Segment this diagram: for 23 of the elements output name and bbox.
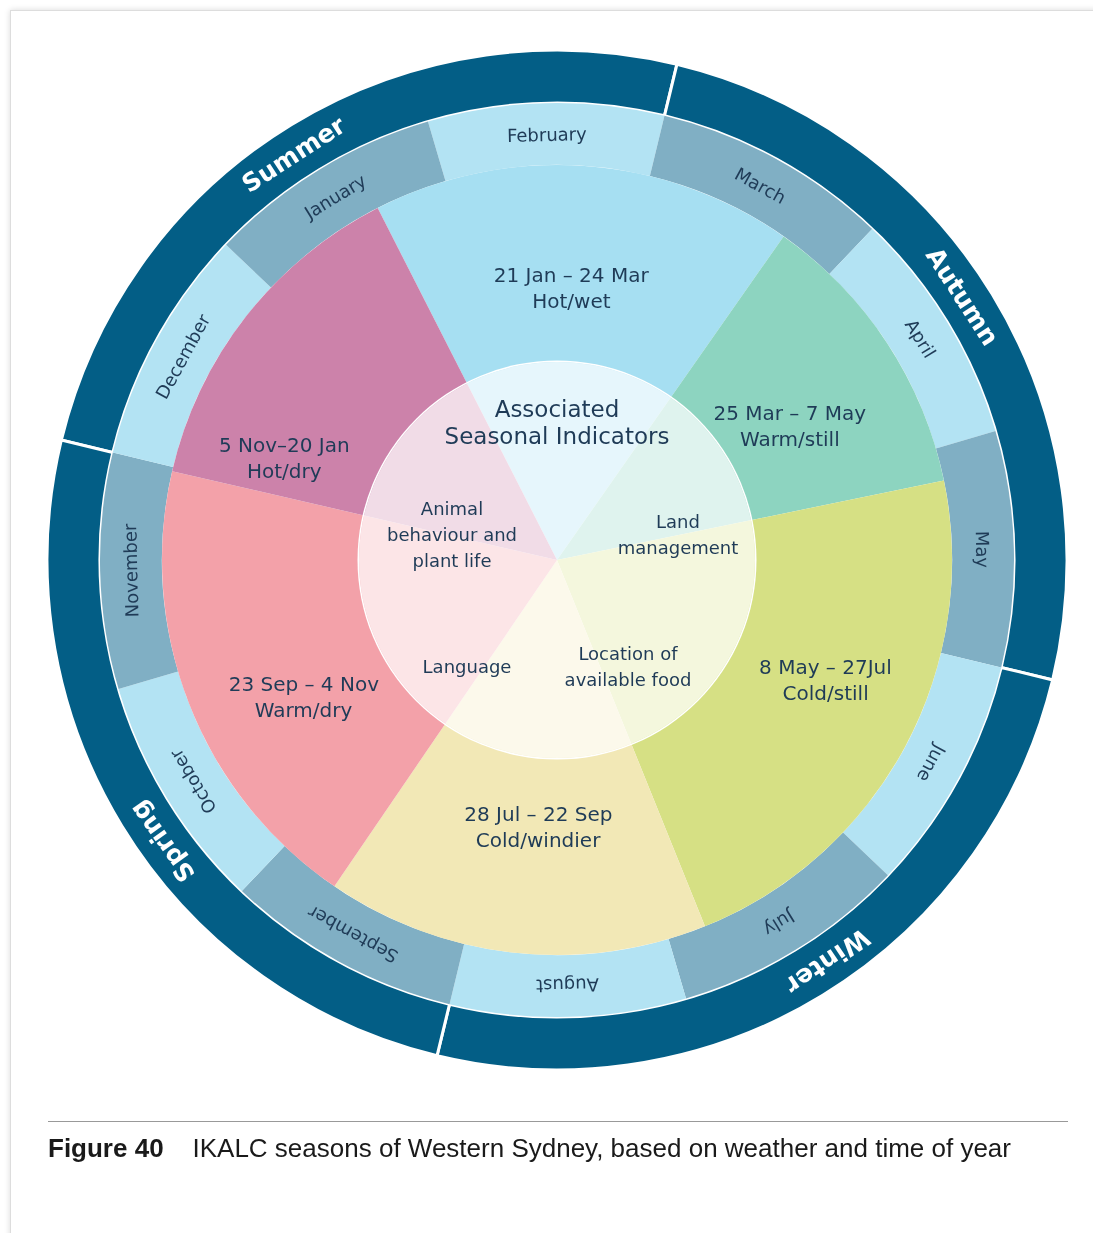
indicator-label: Animal behaviour and plant life — [387, 496, 517, 574]
date-range: 23 Sep – 4 Nov — [228, 671, 379, 696]
figure-caption: Figure 40 IKALC seasons of Western Sydney, based on weather and time of year — [48, 1132, 1012, 1165]
indicator-label: Location of available food — [558, 641, 698, 693]
indicator-label: Land management — [613, 509, 743, 561]
weather-label: Cold/still — [782, 680, 869, 705]
indicator-label: Language — [412, 654, 522, 680]
weather-label: Warm/still — [739, 426, 840, 451]
weather-label: Cold/windier — [475, 828, 601, 853]
date-range: 28 Jul – 22 Sep — [464, 802, 613, 827]
weather-label: Warm/dry — [254, 697, 353, 722]
month-name: May — [972, 530, 994, 569]
date-range: 8 May – 27Jul — [759, 654, 892, 679]
month-name: June — [912, 741, 950, 787]
date-range: 21 Jan – 24 Mar — [493, 263, 649, 288]
weather-label: Hot/wet — [532, 289, 611, 314]
month-name: February — [506, 122, 587, 146]
date-range: 25 Mar – 7 May — [713, 400, 867, 425]
date-range: 5 Nov–20 Jan — [218, 433, 350, 458]
center-heading: Associated Seasonal Indicators — [443, 396, 671, 450]
weather-label: Hot/dry — [246, 459, 322, 484]
month-name: August — [535, 974, 600, 998]
month-name: November — [119, 523, 143, 618]
